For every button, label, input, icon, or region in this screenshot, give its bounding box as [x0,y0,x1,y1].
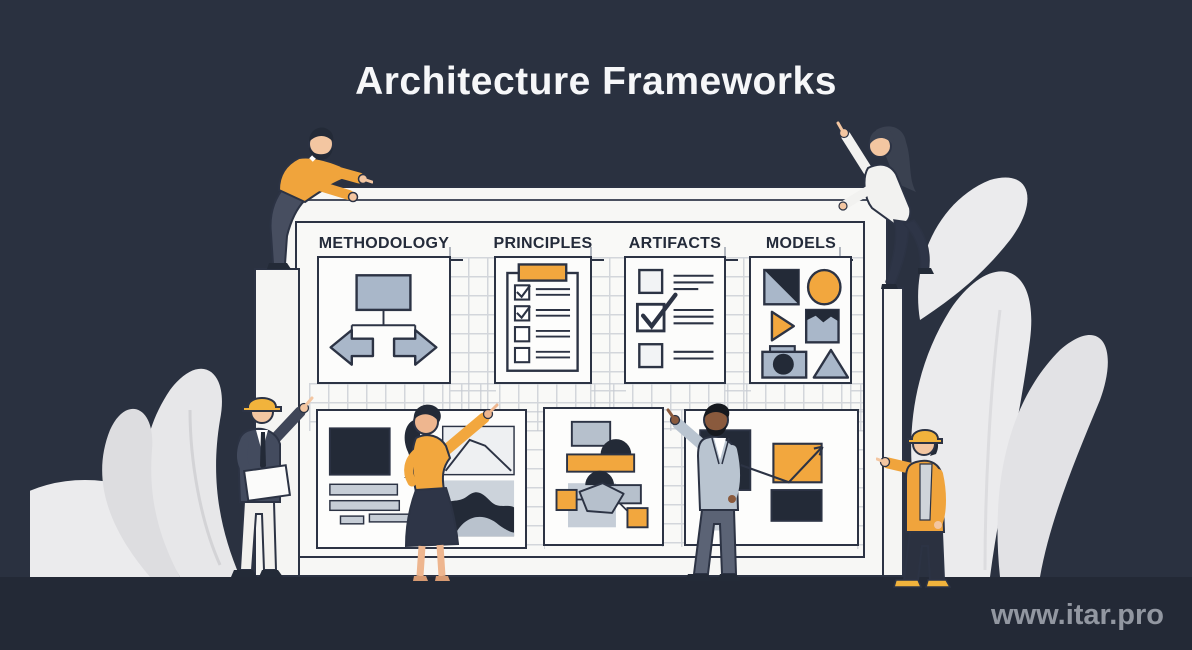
presenting-woman-center [404,403,499,581]
pointing-man-suit-center [666,403,741,581]
grid-pattern [857,411,863,549]
column-header-methodology: METHODOLOGY [318,235,450,252]
artifacts-card [624,256,726,384]
grid-pattern [525,411,545,549]
leaning-man-top-left [267,127,373,269]
flowchart-icon [329,274,438,366]
checklist-clipboard-icon [506,263,579,372]
watermark: www.itar.pro [991,599,1164,631]
page-title: Architecture Frameworks [355,60,837,103]
methodology-card [317,256,451,384]
process-panel [543,407,664,546]
floor [0,577,1192,650]
board-top-lip [285,199,886,201]
shapes-collection-icon [761,268,849,379]
climbing-woman-top-right [836,121,934,289]
principles-card [494,256,592,384]
plant-decoration-left [30,368,240,577]
column-header-principles: PRINCIPLES [493,235,593,252]
architect-with-clipboard-left [231,396,314,577]
column-header-models: MODELS [765,235,837,252]
checked-document-icon [635,268,714,369]
models-card [749,256,852,384]
engineer-pointing-right [876,429,952,588]
abstract-process-diagram-icon [555,420,649,529]
column-header-artifacts: ARTIFACTS [628,235,722,252]
